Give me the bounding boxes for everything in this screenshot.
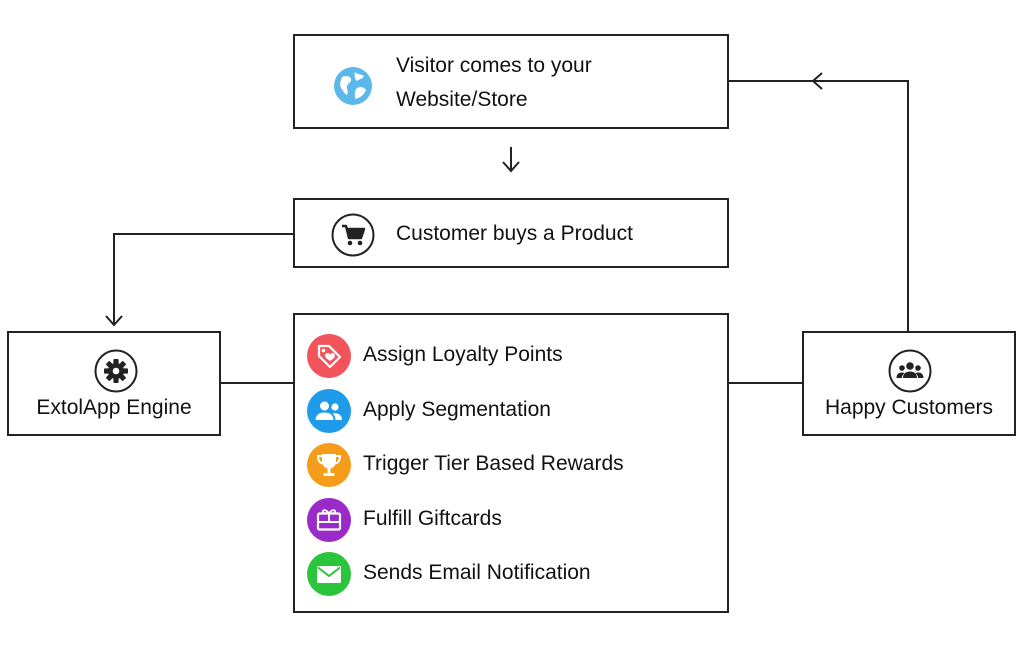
- gear-icon: [94, 349, 138, 393]
- action-label: Fulfill Giftcards: [363, 507, 502, 530]
- actions-node: Assign Loyalty Points Apply Segmentation…: [293, 313, 729, 613]
- mail-icon: [307, 552, 351, 596]
- people-icon: [888, 349, 932, 393]
- cart-icon: [331, 213, 375, 257]
- gift-card-icon: [307, 498, 351, 542]
- trophy-icon: [307, 443, 351, 487]
- purchase-node: Customer buys a Product: [293, 198, 729, 268]
- customers-label: Happy Customers: [824, 396, 994, 419]
- action-label: Apply Segmentation: [363, 398, 551, 421]
- action-label: Trigger Tier Based Rewards: [363, 452, 624, 475]
- arrowhead-down: [502, 161, 520, 173]
- visitor-label-line2: Website/Store: [396, 88, 528, 111]
- arrow-customers-to-visitor: [729, 80, 909, 331]
- customers-node: Happy Customers: [802, 331, 1016, 436]
- visitor-label-line1: Visitor comes to your: [396, 54, 592, 77]
- arrow-purchase-to-engine: [113, 233, 293, 324]
- arrowhead-engine: [105, 315, 123, 327]
- arrowhead-left: [811, 72, 823, 90]
- visitor-node: Visitor comes to your Website/Store: [293, 34, 729, 129]
- users-icon: [307, 389, 351, 433]
- purchase-label: Customer buys a Product: [396, 222, 633, 245]
- action-label: Sends Email Notification: [363, 561, 591, 584]
- engine-label: ExtolApp Engine: [36, 396, 192, 419]
- tag-heart-icon: [307, 334, 351, 378]
- engine-node: ExtolApp Engine: [7, 331, 221, 436]
- globe-icon: [334, 67, 372, 105]
- action-label: Assign Loyalty Points: [363, 343, 563, 366]
